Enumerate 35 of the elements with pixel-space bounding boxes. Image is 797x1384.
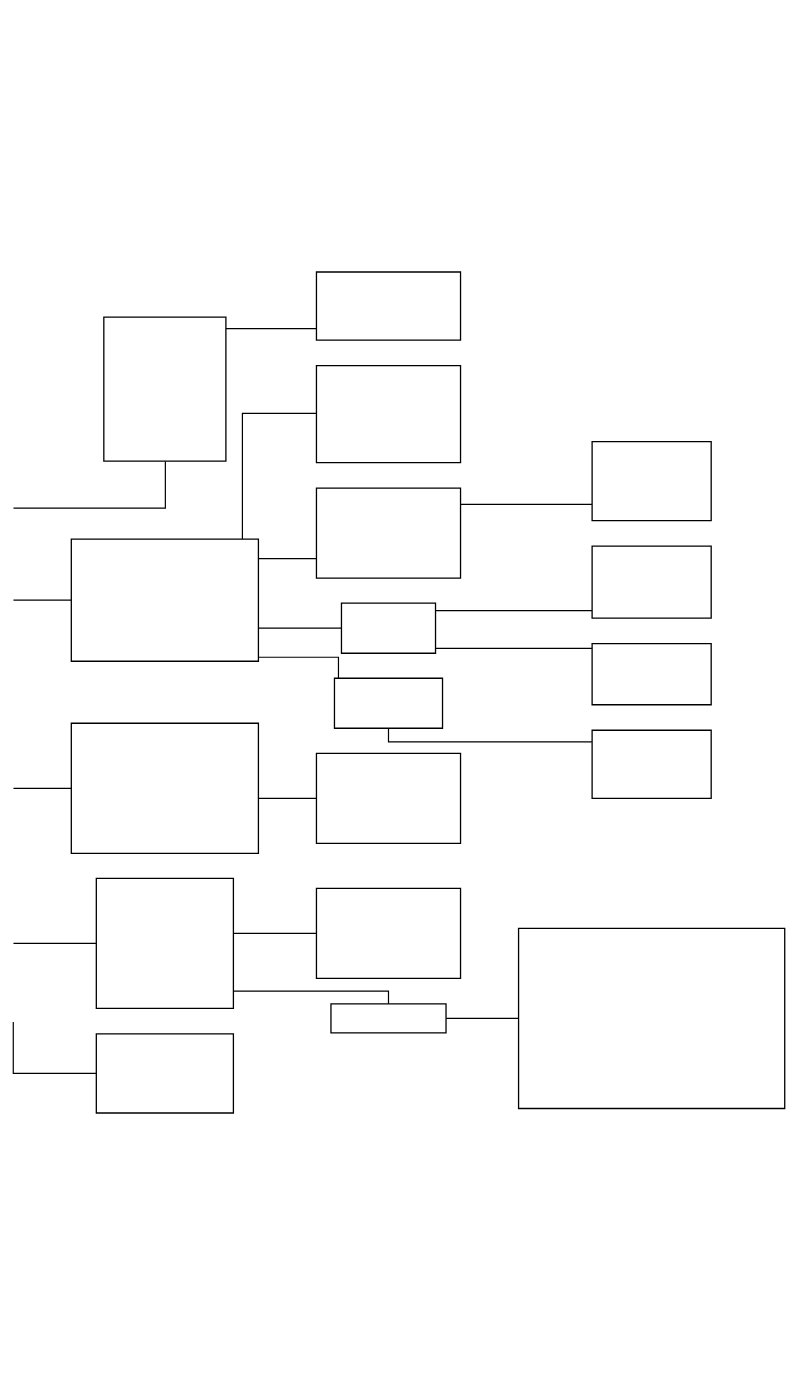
connector (12, 942, 97, 944)
connector (12, 460, 166, 509)
connector (258, 557, 317, 559)
node-box (315, 752, 462, 844)
connector (257, 656, 340, 679)
node-box (315, 270, 462, 341)
connector (232, 932, 317, 934)
node-box (340, 602, 437, 654)
connector (434, 647, 593, 649)
node-box (70, 722, 260, 854)
node-box (315, 487, 462, 579)
node-box (591, 545, 712, 619)
connector (460, 503, 593, 505)
node-box (591, 440, 712, 521)
connector (12, 787, 72, 789)
node-box (70, 538, 260, 662)
connector (445, 1017, 520, 1019)
node-box (591, 642, 712, 705)
node-box (95, 877, 235, 1009)
connector (258, 627, 342, 629)
connector (12, 1020, 97, 1074)
node-box (315, 364, 462, 463)
connector (232, 990, 390, 1004)
node-box (333, 677, 444, 729)
connector (12, 599, 72, 601)
node-box (517, 927, 786, 1109)
connector (258, 797, 317, 799)
connector (225, 327, 317, 329)
node-box (103, 315, 227, 462)
node-box (591, 729, 712, 799)
connector (434, 609, 593, 611)
node-box (330, 1002, 447, 1034)
connector (241, 412, 317, 540)
node-box (95, 1032, 235, 1114)
node-box (315, 887, 462, 979)
